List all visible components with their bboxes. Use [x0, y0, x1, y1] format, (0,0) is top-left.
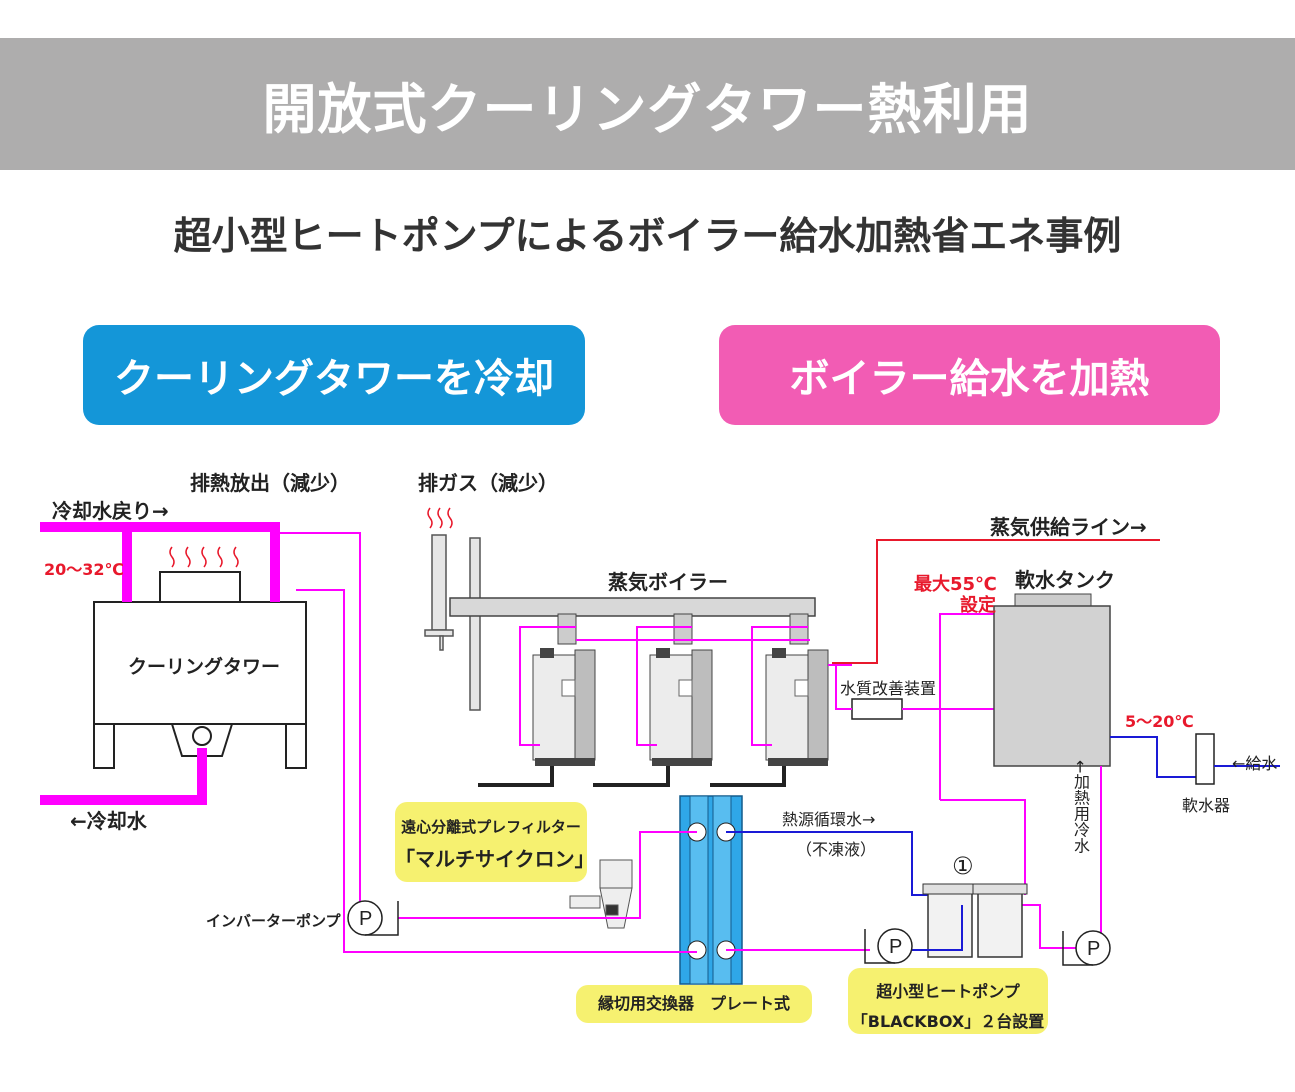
blackbox-heatpump-1 — [922, 883, 978, 958]
boiler-header-duct — [449, 597, 816, 617]
label-cooling-tower: クーリングタワー — [128, 656, 281, 678]
label-inverter-pump: インバーターポンプ — [206, 912, 341, 930]
water-quality-pipes — [835, 613, 994, 800]
note-heatpump-line2: 「BLACKBOX」２台設置 — [851, 1012, 1045, 1031]
label-feed-water: ←給水 — [1232, 754, 1278, 773]
steam-supply-pipe — [832, 539, 1160, 664]
steam-boiler-1 — [532, 613, 596, 766]
label-heat-source-water: 熱源循環水→ — [782, 810, 876, 829]
label-coolant-return: 冷却水戻り→ — [52, 499, 169, 523]
blackbox-heatpump-2 — [972, 883, 1028, 958]
cooling-tower-unit — [93, 571, 307, 769]
pump-label-3: P — [1087, 938, 1100, 960]
pump-label-1: P — [359, 908, 372, 930]
boiler-feed-pipes — [519, 626, 852, 746]
steam-boiler-3 — [765, 613, 829, 766]
label-heating-cold-water: ←加熱用冷水 — [1071, 760, 1090, 854]
label-softener: 軟水器 — [1182, 796, 1231, 815]
heating-cold-water-pipe — [1022, 766, 1102, 949]
label-steam-boiler: 蒸気ボイラー — [608, 570, 728, 594]
wavy-heat-icon — [169, 546, 239, 568]
label-soft-tank: 軟水タンク — [1015, 568, 1115, 592]
pump-icon: P — [864, 928, 913, 964]
page-banner: 開放式クーリングタワー熱利用 — [0, 38, 1295, 170]
note-prefilter: 遠心分離式プレフィルター 「マルチサイクロン」 — [395, 802, 595, 882]
steam-boiler-2 — [649, 613, 713, 766]
pill-cool-tower: クーリングタワーを冷却 — [83, 325, 585, 425]
label-temp-range-ct: 20〜32℃ — [44, 560, 124, 579]
page-subtitle: 超小型ヒートポンプによるボイラー給水加熱省エネ事例 — [173, 214, 1122, 258]
note-plate-hx-text: 縁切用交換器 プレート式 — [597, 994, 790, 1013]
soft-water-tank — [993, 593, 1111, 767]
note-prefilter-line2: 「マルチサイクロン」 — [395, 847, 595, 871]
pump-icon: P — [1062, 930, 1111, 966]
chimney — [424, 534, 481, 711]
label-max-temp-1: 最大55℃ — [914, 574, 997, 595]
note-plate-hx: 縁切用交換器 プレート式 — [576, 985, 812, 1023]
pump-icon: P — [347, 900, 399, 936]
label-coolant: ←冷却水 — [70, 809, 147, 833]
note-heatpump: 超小型ヒートポンプ 「BLACKBOX」２台設置 — [848, 968, 1048, 1034]
tank-to-hp-pipe — [940, 799, 1026, 895]
pill-heat-boiler: ボイラー給水を加熱 — [719, 325, 1220, 425]
note-heatpump-line1: 超小型ヒートポンプ — [876, 982, 1020, 1001]
water-quality-device — [851, 698, 903, 720]
feed-water-pipe — [1110, 736, 1196, 778]
pump-label-2: P — [889, 936, 902, 958]
label-temp-range-tank: 5〜20℃ — [1125, 712, 1194, 731]
pill-cool-tower-label: クーリングタワーを冷却 — [114, 356, 554, 402]
cyclone-prefilter — [569, 859, 633, 929]
label-max-temp-2: 設定 — [960, 595, 996, 616]
label-antifreeze: （不凍液） — [796, 840, 877, 859]
plate-heat-exchanger — [679, 795, 743, 985]
cooling-water-pipes — [40, 522, 640, 953]
hp-blue-loop — [912, 905, 963, 951]
water-softener — [1195, 733, 1215, 785]
boiler-base-lines — [478, 766, 786, 787]
chimney-heat-icon — [427, 507, 453, 529]
label-exhaust-gas: 排ガス（減少） — [418, 471, 558, 495]
note-prefilter-line1: 遠心分離式プレフィルター — [401, 818, 581, 836]
label-water-quality: 水質改善装置 — [840, 679, 937, 698]
label-exhaust-heat: 排熱放出（減少） — [190, 471, 350, 495]
pill-heat-boiler-label: ボイラー給水を加熱 — [789, 356, 1150, 402]
banner-title: 開放式クーリングタワー熱利用 — [262, 77, 1033, 141]
label-steam-supply: 蒸気供給ライン→ — [990, 515, 1147, 539]
label-circle-one: ① — [952, 852, 974, 880]
prefilter-pipes — [398, 831, 930, 953]
